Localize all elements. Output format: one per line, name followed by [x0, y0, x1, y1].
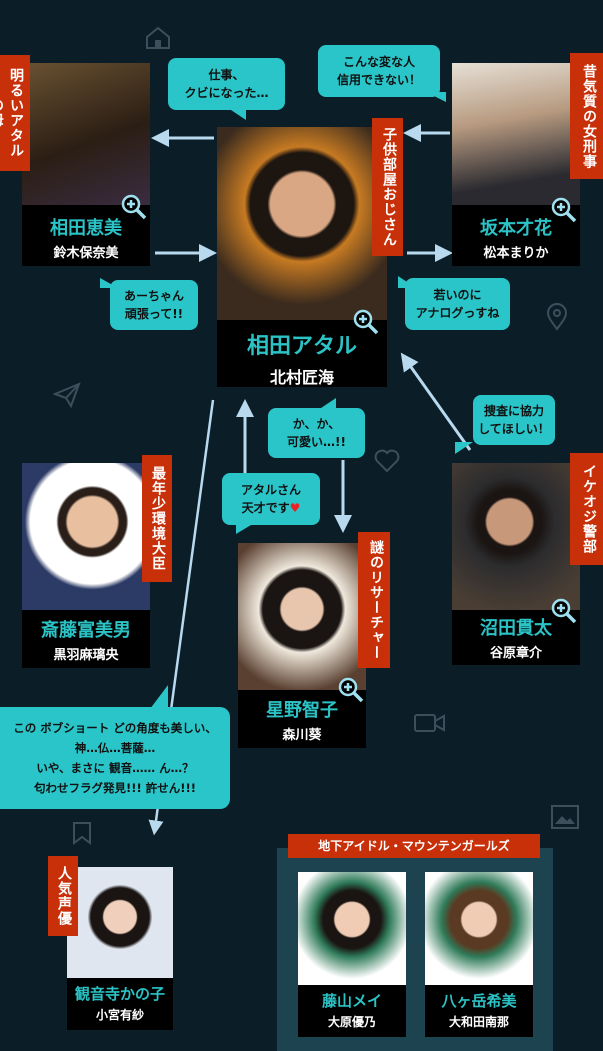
character-tag: 謎のリサーチャー: [358, 532, 390, 668]
character-card-numata[interactable]: 沼田貫太谷原章介: [452, 463, 580, 665]
image-icon: [551, 805, 579, 829]
bubble-tail: [455, 442, 473, 454]
character-photo: [452, 63, 580, 205]
speech-bubble-cheer: あーちゃん 頑張って!!: [110, 280, 198, 330]
character-card-saito[interactable]: 斎藤富美男黒羽麻璃央: [22, 463, 150, 668]
bubble-tail: [398, 276, 416, 288]
character-card-kanon[interactable]: 観音寺かの子小宮有紗: [67, 867, 173, 1030]
speech-bubble-cute: か、か、 可愛い…!!: [268, 408, 365, 458]
speech-bubble-analog: 若いのに アナログっすね: [405, 278, 510, 330]
character-card-hoshino[interactable]: 星野智子森川葵: [238, 543, 366, 748]
map-pin-icon: [546, 303, 568, 331]
speech-bubble-cooperate: 捜査に協力 してほしい！: [473, 395, 555, 445]
bubble-tail: [150, 685, 168, 709]
character-tag: 人気声優: [48, 856, 78, 936]
character-card-emi[interactable]: 相田恵美鈴木保奈美: [22, 63, 150, 266]
zoom-in-icon[interactable]: [550, 597, 578, 625]
speech-bubble-distrust: こんな変な人 信用できない！: [318, 45, 440, 97]
zoom-in-icon[interactable]: [337, 676, 365, 704]
character-card-yatsugatake[interactable]: 八ヶ岳希美大和田南那: [425, 872, 533, 1037]
zoom-in-icon[interactable]: [352, 308, 380, 336]
character-photo: [22, 463, 150, 610]
bubble-tail: [100, 278, 118, 288]
bubble-tail: [426, 92, 446, 102]
video-icon: [414, 714, 445, 732]
character-tag: イケオジ警部: [570, 453, 603, 565]
idol-group-title: 地下アイドル・マウンテンガールズ: [288, 834, 540, 858]
character-photo: [238, 543, 366, 690]
character-photo: [298, 872, 406, 985]
speech-bubble-fired: 仕事、 クビになった…: [168, 58, 285, 110]
bubble-tail: [318, 398, 336, 410]
character-tag: 子供部屋おじさん: [372, 118, 403, 256]
paper-plane-icon: [53, 382, 81, 408]
character-photo: [425, 872, 533, 985]
heart-icon: [374, 449, 400, 473]
bookmark-icon: [73, 822, 91, 845]
character-photo: [217, 127, 387, 320]
character-card-fujiyama[interactable]: 藤山メイ大原優乃: [298, 872, 406, 1037]
bubble-tail: [228, 108, 246, 120]
character-photo: [67, 867, 173, 978]
zoom-in-icon[interactable]: [550, 196, 578, 224]
zoom-in-icon[interactable]: [120, 193, 148, 221]
character-tag: 明るいアタルの母: [0, 55, 30, 171]
bubble-tail: [236, 522, 256, 534]
arrow-numata-to-ataru: [400, 352, 472, 451]
home-icon: [146, 26, 170, 49]
character-photo: [452, 463, 580, 610]
character-card-ataru[interactable]: 相田アタル北村匠海: [217, 127, 387, 387]
heart-emoji-icon: ♥: [289, 501, 301, 515]
character-tag: 昔気質の女刑事: [570, 53, 603, 179]
character-photo: [22, 63, 150, 205]
character-tag: 最年少環境大臣: [142, 455, 172, 582]
speech-bubble-genius: アタルさん 天才です♥: [222, 473, 320, 525]
character-card-sakamoto[interactable]: 坂本才花松本まりか: [452, 63, 580, 266]
speech-bubble-bob: この ボブショート どの角度も美しい、 神…仏…菩薩… いや、まさに 観音…… …: [0, 707, 230, 809]
